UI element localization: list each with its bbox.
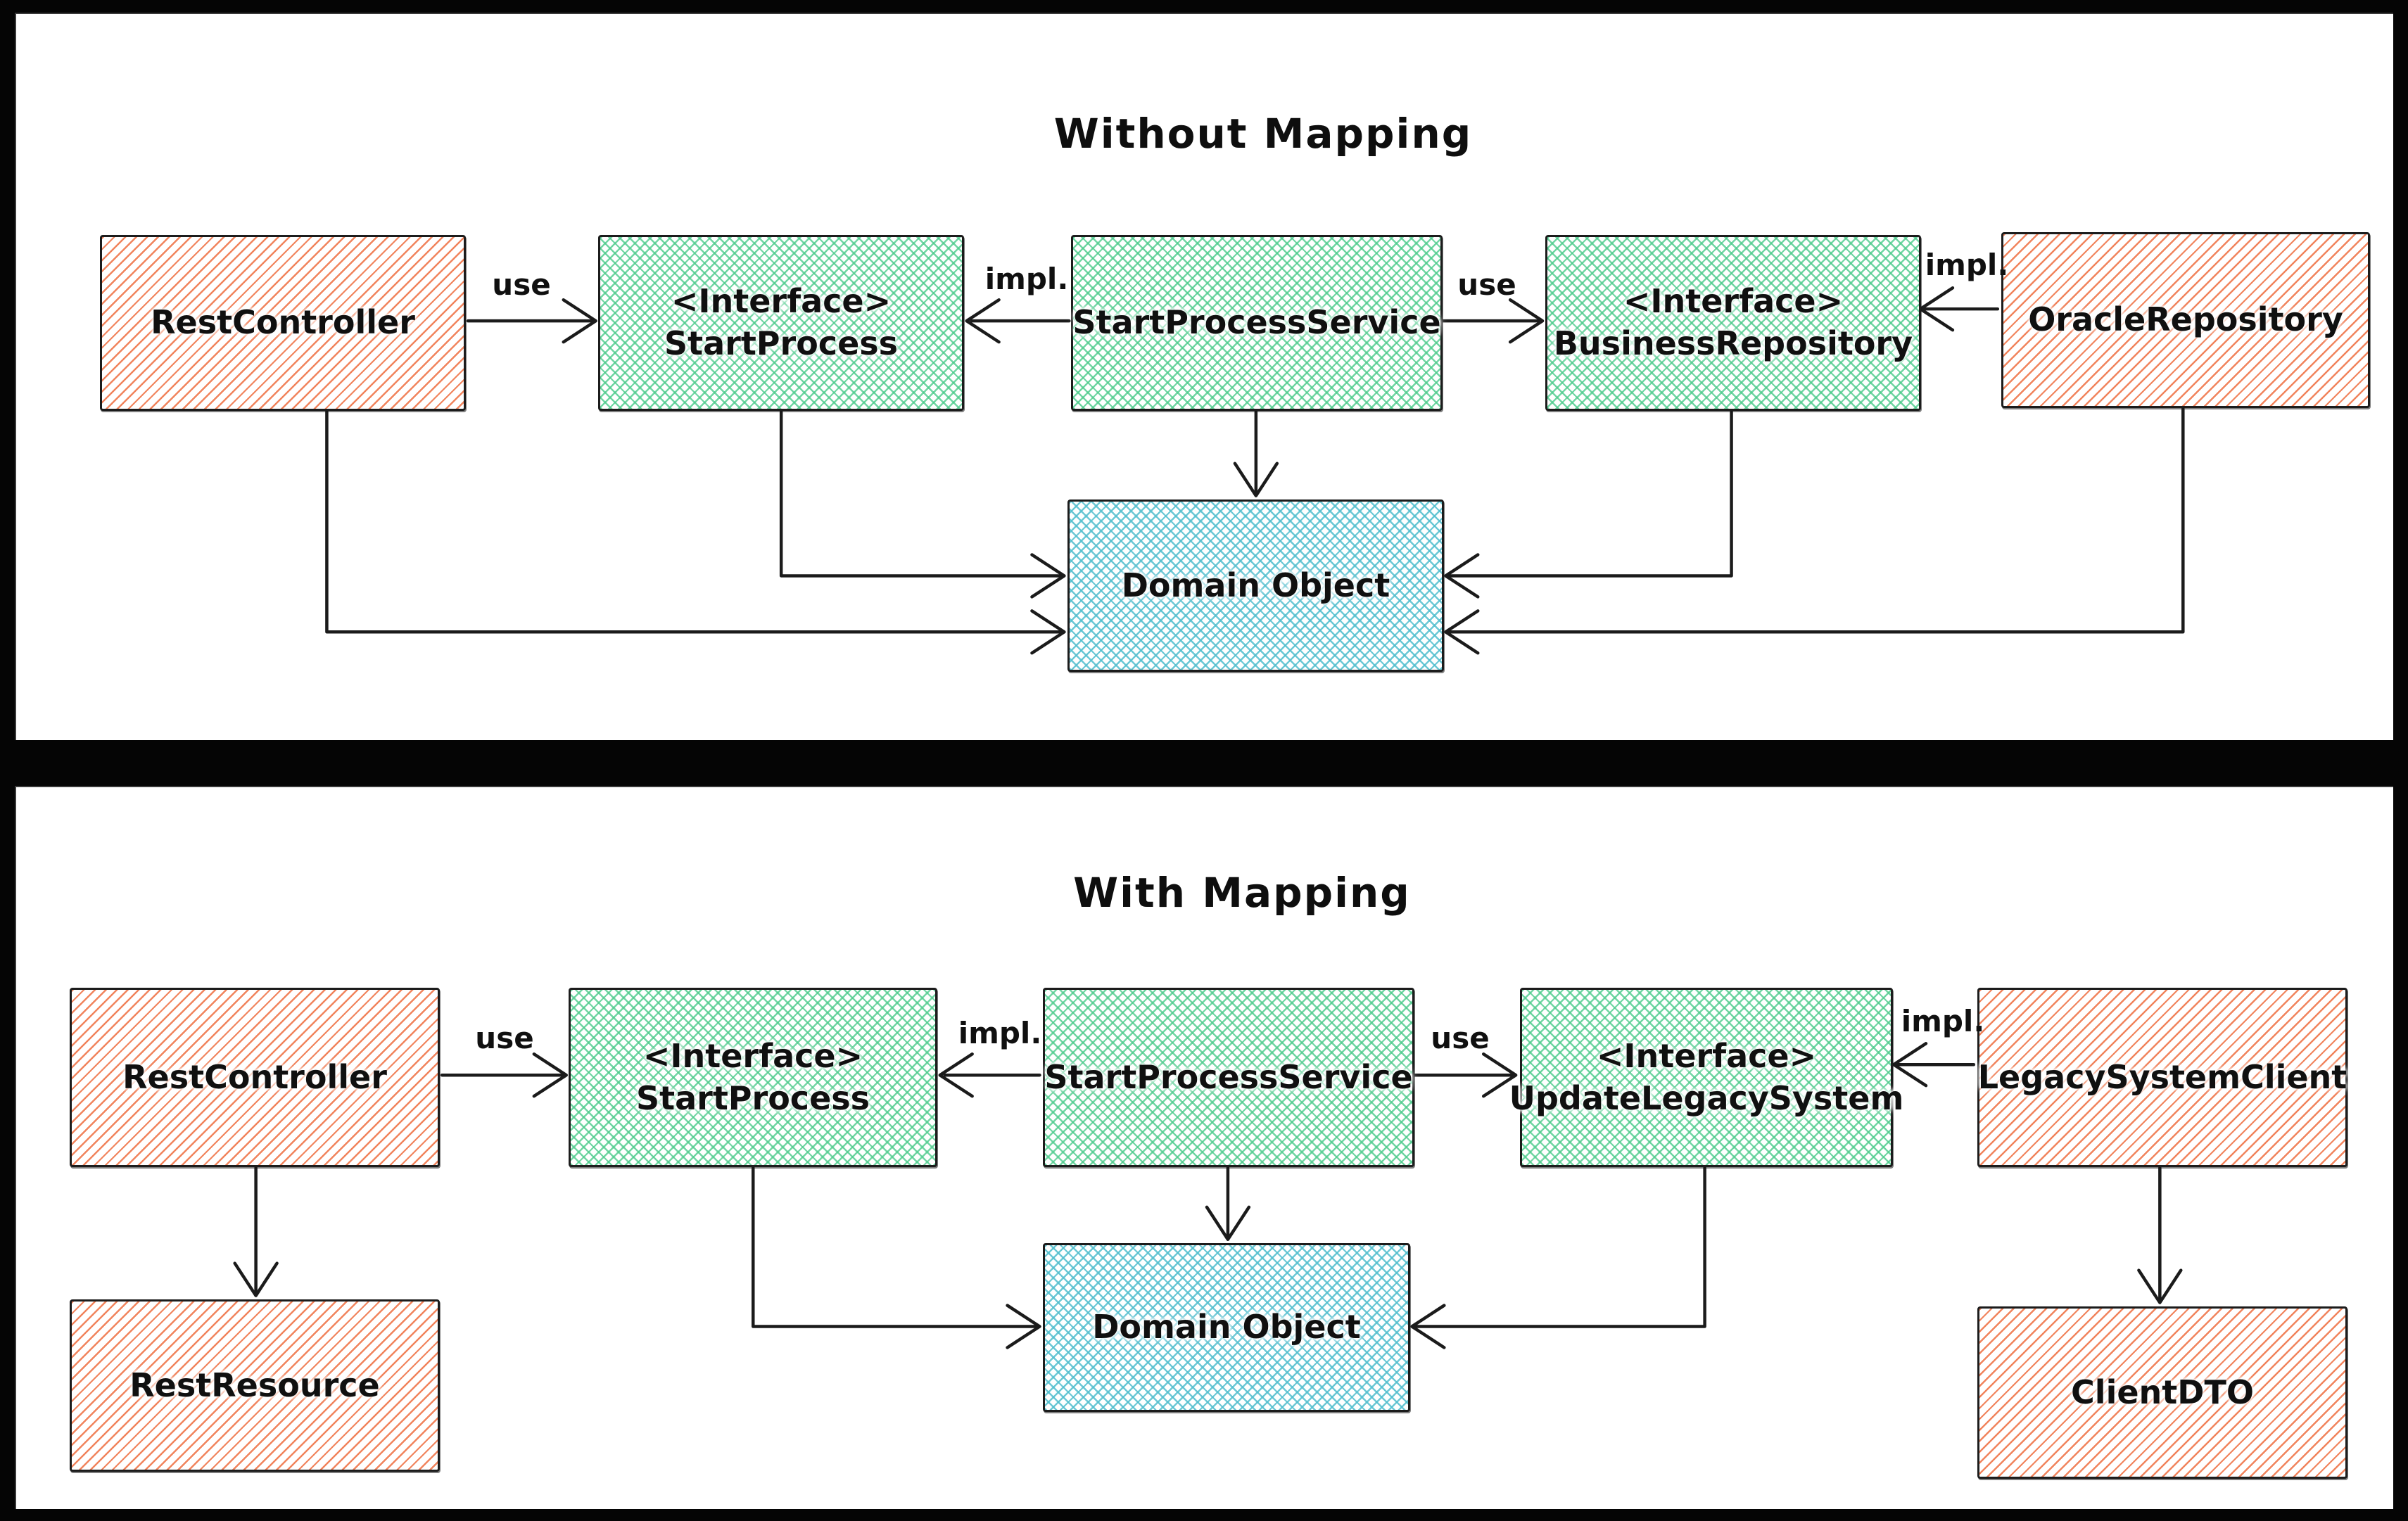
arrowhead-left-icon <box>1444 609 1480 655</box>
node-label-line1: <Interface> <box>642 1036 863 1075</box>
arrowhead-down-icon <box>1233 462 1279 497</box>
node-domain-object: Domain Object <box>1067 499 1444 672</box>
arrowhead-right-icon <box>532 1052 569 1098</box>
node-rest-resource: RestResource <box>70 1299 440 1472</box>
arrowhead-down-icon <box>1205 1205 1251 1241</box>
node-label-line2: BusinessRepository <box>1553 324 1913 362</box>
panel-title-without-mapping: Without Mapping <box>1053 110 1473 158</box>
node-client-dto: ClientDTO <box>1977 1306 2347 1479</box>
edge-label-impl: impl. <box>958 1016 1042 1050</box>
arrow-businessrepository-domainobject <box>1447 409 1733 578</box>
panel-without-mapping: Without Mapping <box>15 13 2393 740</box>
arrow-startprocess-domainobject <box>779 409 1063 578</box>
arrowhead-left-icon <box>1410 1304 1446 1349</box>
arrowhead-left-icon <box>965 298 1001 344</box>
node-label: ClientDTO <box>2071 1373 2254 1411</box>
edge-label-use: use <box>475 1021 534 1055</box>
arrowhead-right-icon <box>1006 1304 1041 1349</box>
node-label: StartProcessService <box>1044 1057 1413 1096</box>
arrowhead-down-icon <box>233 1261 279 1297</box>
arrow-startprocess-domainobject <box>752 1166 1039 1328</box>
node-label: RestController <box>151 303 415 342</box>
arrowhead-left-icon <box>1918 286 1955 332</box>
edge-label-impl: impl. <box>1925 248 2009 282</box>
arrow-updatelegacysystem-domainobject <box>1413 1166 1706 1328</box>
node-label: LegacySystemClient <box>1977 1057 2347 1096</box>
node-interface-start-process: <Interface> StartProcess <box>598 235 964 411</box>
arrowhead-left-icon <box>1444 553 1480 599</box>
node-legacy-system-client: LegacySystemClient <box>1977 988 2347 1167</box>
node-label: RestResource <box>129 1366 380 1404</box>
node-rest-controller: RestController <box>70 988 440 1167</box>
edge-label-impl: impl. <box>1901 1004 1985 1038</box>
node-label: StartProcessService <box>1072 303 1441 342</box>
node-label: Domain Object <box>1121 566 1390 604</box>
node-rest-controller: RestController <box>100 235 466 411</box>
node-label-line1: <Interface> <box>1623 282 1844 321</box>
node-start-process-service: StartProcessService <box>1043 988 1414 1167</box>
node-label-line1: <Interface> <box>1596 1036 1817 1075</box>
arrowhead-right-icon <box>1030 553 1066 599</box>
arrowhead-right-icon <box>1508 298 1545 344</box>
panel-with-mapping: With Mapping <box>15 786 2393 1509</box>
panel-title-with-mapping: With Mapping <box>1073 869 1411 917</box>
node-label: RestController <box>122 1057 387 1096</box>
arrow-restcontroller-domainobject <box>325 409 1063 634</box>
node-start-process-service: StartProcessService <box>1071 235 1443 411</box>
edge-label-use: use <box>1431 1021 1490 1055</box>
arrowhead-right-icon <box>562 298 597 344</box>
node-label-line2: UpdateLegacySystem <box>1509 1078 1904 1117</box>
node-interface-business-repository: <Interface> BusinessRepository <box>1545 235 1921 411</box>
arrow-oraclerepository-domainobject <box>1447 407 2185 634</box>
node-label-line2: StartProcess <box>664 324 899 362</box>
edge-label-use: use <box>1457 267 1516 302</box>
arrowhead-left-icon <box>938 1052 974 1098</box>
edge-label-use: use <box>492 267 551 302</box>
node-interface-start-process: <Interface> StartProcess <box>569 988 937 1167</box>
edge-label-impl: impl. <box>984 262 1069 296</box>
node-oracle-repository: OracleRepository <box>2001 232 2370 408</box>
arrowhead-right-icon <box>1030 609 1066 655</box>
node-label-line1: <Interface> <box>671 282 892 321</box>
node-label: OracleRepository <box>2028 300 2343 339</box>
node-label: Domain Object <box>1092 1308 1361 1347</box>
arrowhead-down-icon <box>2137 1268 2183 1304</box>
node-label-line2: StartProcess <box>635 1078 870 1117</box>
node-domain-object: Domain Object <box>1043 1243 1410 1412</box>
node-interface-update-legacy-system: <Interface> UpdateLegacySystem <box>1509 988 1903 1167</box>
